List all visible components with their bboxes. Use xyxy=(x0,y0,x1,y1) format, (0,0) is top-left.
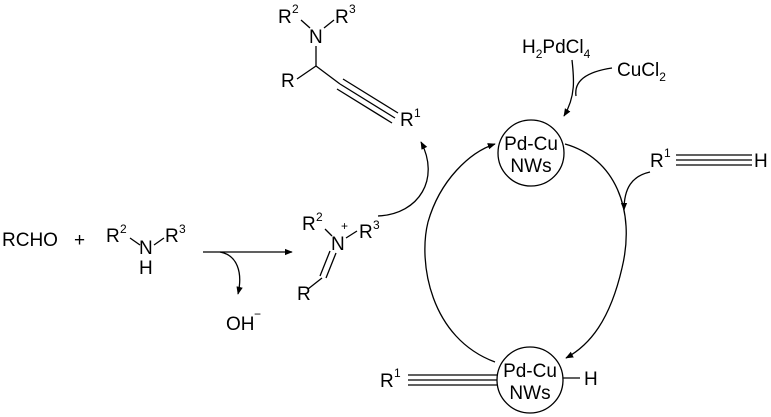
product-r3-label: R xyxy=(335,7,349,28)
amine-n-label: N xyxy=(139,238,153,259)
iminium-r2-label: R xyxy=(302,214,316,235)
cu-salt-label: CuCl2 xyxy=(617,60,666,84)
alkyne-r1-superscript: 1 xyxy=(664,146,671,160)
terminal-alkyne: R 1 H xyxy=(650,146,768,172)
pd-salt-label: H2PdCl4 xyxy=(522,37,591,61)
pd-salt-arrow xyxy=(563,59,575,117)
amine-r2-superscript: 2 xyxy=(120,222,127,236)
amine-bond-left xyxy=(129,237,141,246)
hydroxide-byproduct: OH − xyxy=(226,307,261,335)
product-r1-label: R xyxy=(400,110,414,131)
iminium-bond-r3 xyxy=(345,230,358,239)
cycle-arc-right-upper xyxy=(564,143,627,269)
aldehyde-label: RCHO xyxy=(2,230,58,251)
hydroxide-release-arrow xyxy=(219,251,243,295)
alkyne-r1-label: R xyxy=(650,151,664,172)
plus-sign: + xyxy=(74,230,85,251)
catalyst-h-label: H xyxy=(584,369,598,390)
product-bond-c-r xyxy=(296,65,317,80)
catalyst-top: Pd-Cu NWs xyxy=(497,119,565,187)
catalyst-bottom-line2: NWs xyxy=(509,383,550,404)
product-formation-arrow xyxy=(377,141,429,217)
amine-r3-label: R xyxy=(165,226,179,247)
product-triple-bond-b xyxy=(342,78,399,114)
secondary-amine: R 2 N R 3 H xyxy=(106,222,186,279)
product-r-label: R xyxy=(281,71,295,92)
iminium-ion: R 2 N + R 3 R xyxy=(297,210,380,305)
amine-r3-superscript: 3 xyxy=(179,222,186,236)
cycle-arc-left-lower xyxy=(424,221,496,363)
product-triple-bond-a xyxy=(339,83,396,119)
product-bond-r3 xyxy=(323,19,335,29)
catalyst-top-circle xyxy=(497,119,565,187)
product-triple-bond-c xyxy=(336,88,393,124)
catalyst-bottom-line1: Pd-Cu xyxy=(503,361,557,382)
iminium-bond-r xyxy=(307,277,323,290)
catalyst-precursors: H2PdCl4 CuCl2 xyxy=(522,37,666,84)
amine-bond-right xyxy=(153,237,165,246)
alkyne-entry-arrow xyxy=(620,171,651,211)
amine-r2-label: R xyxy=(106,226,120,247)
hydroxide-charge: − xyxy=(254,307,261,321)
iminium-double-bond-b xyxy=(319,250,331,277)
propargylamine-product: R 2 N R 3 R R 1 xyxy=(278,2,421,131)
alkyne-h-label: H xyxy=(754,151,768,172)
reactants: RCHO + R 2 N R 3 H xyxy=(2,222,186,279)
cycle-arc-right-lower xyxy=(565,267,623,359)
amine-h-label: H xyxy=(139,258,153,279)
iminium-r-label: R xyxy=(297,284,311,305)
iminium-double-bond-a xyxy=(325,252,337,279)
cu-salt-arrow xyxy=(575,67,613,97)
iminium-r3-superscript: 3 xyxy=(373,218,380,232)
hydroxide-label: OH xyxy=(226,314,255,335)
product-bond-c-alkyne xyxy=(315,65,341,85)
iminium-r3-label: R xyxy=(359,222,373,243)
product-bond-r2 xyxy=(300,19,311,29)
iminium-n-label: N xyxy=(331,234,345,255)
catalyst-bottom-circle xyxy=(496,346,564,414)
acetylide-r1-superscript: 1 xyxy=(394,366,401,380)
product-r1-superscript: 1 xyxy=(414,106,421,120)
product-r2-label: R xyxy=(278,7,292,28)
acetylide-complex: R 1 Pd-Cu NWs H xyxy=(380,346,598,414)
product-r3-superscript: 3 xyxy=(349,2,356,16)
iminium-charge: + xyxy=(341,219,348,233)
product-n-label: N xyxy=(309,27,323,48)
acetylide-r1-label: R xyxy=(380,371,394,392)
catalyst-top-line2: NWs xyxy=(510,156,551,177)
product-r2-superscript: 2 xyxy=(292,2,299,16)
iminium-bond-r2 xyxy=(324,228,333,237)
iminium-r2-superscript: 2 xyxy=(316,210,323,224)
catalyst-top-line1: Pd-Cu xyxy=(504,134,558,155)
cycle-arc-left-upper xyxy=(427,143,496,223)
